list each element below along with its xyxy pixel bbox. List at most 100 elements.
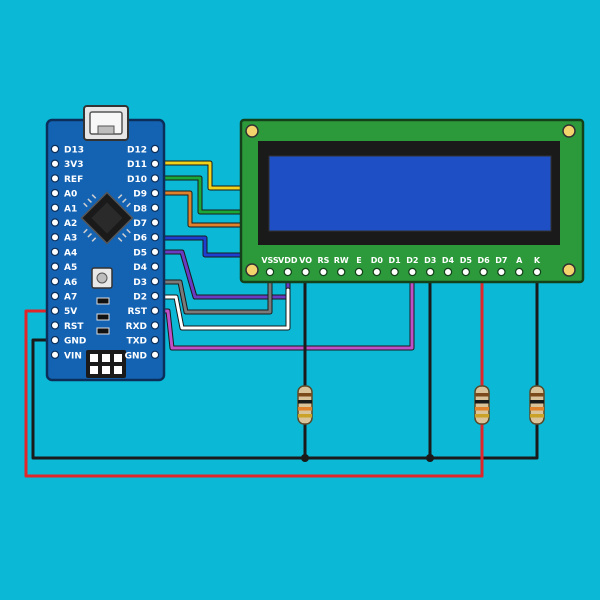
- lcd-pin-label: D4: [442, 256, 455, 265]
- arduino-pin-label: D5: [133, 248, 147, 258]
- wire-d3-color: [153, 268, 272, 314]
- arduino-pin-label: RST: [64, 322, 84, 332]
- mounting-hole-icon: [562, 263, 576, 277]
- arduino-pin-label: RXD: [126, 322, 147, 332]
- arduino-pin-hole: [150, 203, 160, 212]
- arduino-pin-label: TXD: [126, 337, 147, 347]
- arduino-pin-hole: [50, 232, 60, 242]
- arduino-pin-hole: [50, 306, 60, 315]
- lcd-pin-label: E: [356, 256, 361, 265]
- lcd-pin-hole: [426, 267, 435, 277]
- lcd-pin-hole: [354, 267, 364, 277]
- wire-d6-color: [153, 236, 249, 257]
- lcd-pin-hole: [461, 267, 470, 277]
- arduino-pin-hole: [150, 350, 160, 359]
- arduino-pin-hole: [150, 159, 160, 168]
- arduino-pin-hole: [150, 174, 160, 183]
- wire-gnd: [31, 338, 539, 460]
- icsp-header: [86, 350, 126, 378]
- arduino-pin-label: A5: [64, 263, 77, 273]
- smd-component: [96, 327, 110, 335]
- lcd-pin-hole: [283, 267, 292, 277]
- arduino-pin-label: D10: [127, 175, 147, 185]
- smd-component: [96, 297, 110, 305]
- lcd-pin-hole: [372, 267, 381, 277]
- arduino-pin-hole: [150, 218, 160, 227]
- lcd-pin-label: K: [534, 256, 541, 265]
- mounting-hole-icon: [245, 124, 259, 138]
- lcd-pin-label: D5: [460, 256, 473, 265]
- arduino-pin-hole: [50, 277, 60, 286]
- arduino-pin-hole: [50, 321, 60, 330]
- lcd-pin-hole: [479, 267, 488, 277]
- arduino-pin-hole: [50, 203, 60, 212]
- lcd-pin-label: RW: [334, 256, 349, 265]
- junction-dot: [301, 454, 309, 462]
- arduino-pin-hole: [150, 232, 160, 242]
- arduino-pin-hole: [50, 144, 60, 154]
- arduino-pin-hole: [50, 335, 60, 345]
- arduino-pin-label: D11: [127, 160, 147, 170]
- arduino-pin-label: A4: [64, 248, 77, 258]
- arduino-pin-hole: [150, 291, 160, 301]
- arduino-pin-hole: [150, 321, 160, 330]
- arduino-pin-label: D2: [133, 293, 147, 303]
- arduino-pin-label: A6: [64, 278, 77, 288]
- wire-d9-color: [153, 191, 249, 227]
- wire-d11-color: [153, 161, 249, 190]
- lcd-screen: [268, 155, 552, 232]
- arduino-pin-hole: [150, 144, 160, 154]
- mounting-hole-icon: [562, 124, 576, 138]
- arduino-pin-label: A1: [64, 204, 77, 214]
- arduino-pin-hole: [150, 277, 160, 286]
- lcd-pin-hole: [390, 267, 399, 277]
- reset-button-icon: [91, 267, 113, 289]
- lcd-pin-label: VSS: [261, 256, 279, 265]
- smd-component: [96, 313, 110, 321]
- lcd-pin-label: D2: [406, 256, 418, 265]
- arduino-pin-label: 3V3: [64, 160, 84, 170]
- arduino-pin-hole: [50, 262, 60, 271]
- arduino-pin-label: D3: [133, 278, 147, 288]
- arduino-pin-label: D13: [64, 146, 84, 156]
- lcd-pin-label: RS: [317, 256, 329, 265]
- lcd-pin-label: VO: [299, 256, 312, 265]
- arduino-pin-label: A2: [64, 219, 77, 229]
- arduino-pin-label: GND: [64, 337, 86, 347]
- resistor-icon: [474, 385, 490, 425]
- mounting-hole-icon: [245, 263, 259, 277]
- arduino-pin-label: D8: [133, 204, 147, 214]
- arduino-pin-hole: [50, 350, 60, 359]
- arduino-pin-label: D6: [133, 234, 147, 244]
- microcontroller-chip-icon: [80, 191, 134, 245]
- wire-5v: [24, 309, 484, 478]
- lcd-pin-hole: [497, 267, 506, 277]
- arduino-pin-hole: [50, 159, 60, 168]
- lcd-pin-label: VDD: [278, 256, 298, 265]
- arduino-pin-hole: [50, 188, 60, 198]
- arduino-pin-label: D12: [127, 146, 147, 156]
- lcd-pin-hole: [337, 267, 346, 277]
- wire-d2-color: [153, 288, 290, 330]
- arduino-pin-hole: [50, 291, 60, 301]
- arduino-pin-hole: [150, 247, 160, 257]
- junction-dot: [426, 454, 434, 462]
- lcd-pin-hole: [443, 267, 453, 277]
- arduino-pin-hole: [150, 306, 160, 315]
- lcd-pin-hole: [301, 267, 310, 277]
- usb-connector-icon: [83, 105, 129, 141]
- arduino-pin-hole: [50, 218, 60, 227]
- arduino-pin-label: A0: [64, 190, 77, 200]
- arduino-pin-label: D7: [133, 219, 147, 229]
- resistor-icon: [529, 385, 545, 425]
- lcd-pin-hole: [515, 267, 524, 277]
- resistor-icon: [297, 385, 313, 425]
- arduino-pin-label: A3: [64, 234, 77, 244]
- lcd-pin-hole: [408, 267, 417, 277]
- lcd-pin-label: D3: [424, 256, 436, 265]
- arduino-pin-label: D9: [133, 190, 147, 200]
